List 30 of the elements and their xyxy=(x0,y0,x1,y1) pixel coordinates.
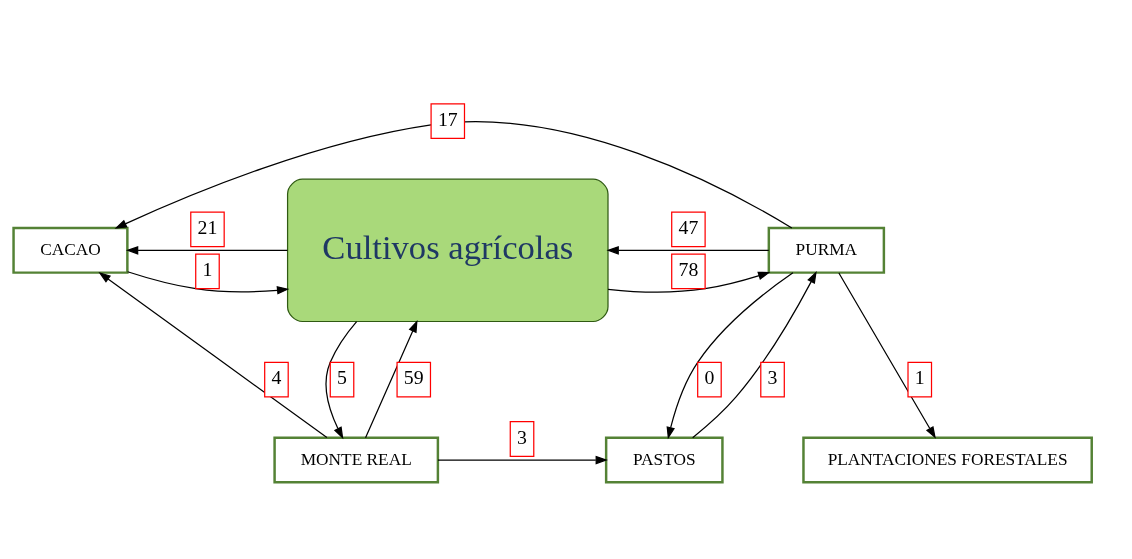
node-box: PLANTACIONES FORESTALES xyxy=(802,436,1093,484)
edge-label: 59 xyxy=(403,366,424,389)
edge-label: 0 xyxy=(704,366,715,389)
arrow xyxy=(98,271,328,439)
arrow xyxy=(692,271,817,439)
edge-label: 5 xyxy=(337,366,347,389)
arrow xyxy=(325,321,358,440)
arrow xyxy=(125,246,289,255)
edge-label: 21 xyxy=(197,216,218,239)
node-box: PURMA xyxy=(767,226,886,274)
edge-label: 1 xyxy=(202,258,213,281)
arrow xyxy=(437,455,608,465)
arrow xyxy=(127,271,290,295)
arrow xyxy=(606,246,770,255)
node-box: Cultivos agrícolas xyxy=(286,178,609,323)
node-box: CACAO xyxy=(12,226,129,274)
edge-label: 17 xyxy=(437,107,458,130)
arrow xyxy=(364,320,418,439)
arrow xyxy=(114,121,793,229)
edge-label: 78 xyxy=(678,258,699,281)
node-box: PASTOS xyxy=(604,436,724,484)
arrow xyxy=(838,272,936,439)
edge-label: 3 xyxy=(767,366,778,389)
node-box: MONTE REAL xyxy=(273,436,440,484)
arrow xyxy=(666,272,794,440)
edge-label: 1 xyxy=(914,366,925,389)
edge-label: 4 xyxy=(271,366,282,389)
arrow xyxy=(607,271,771,293)
edge-label: 47 xyxy=(678,216,699,239)
edge-label: 3 xyxy=(517,425,527,448)
